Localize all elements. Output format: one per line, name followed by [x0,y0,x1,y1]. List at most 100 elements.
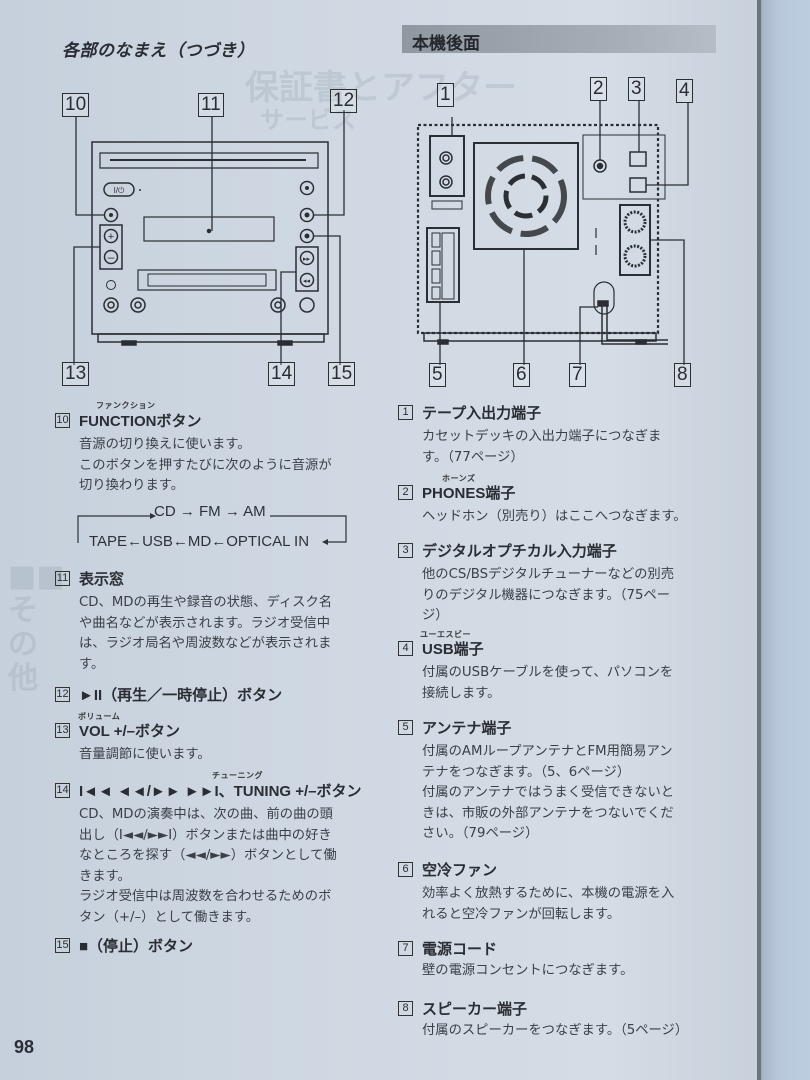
desc-line: 切り換わります。 [79,478,185,493]
page-edge [757,0,810,1080]
desc-line: テナをつなぎます。（5、6ページ） [422,764,631,780]
item-title: 電源コード [422,941,498,958]
item-number: 11 [55,571,70,586]
ruby-reading: ユーエスビー [420,630,471,639]
desc-line: ジ） [422,608,449,623]
item-number: 6 [398,862,413,877]
callout-label: 1 [437,83,454,107]
desc-line: 付属のUSBケーブルを使って、パソコンを [422,665,674,680]
section-title-parts-continued: 各部のなまえ（つづき） [62,41,255,61]
desc-line: タン（+/–）として働きます。 [79,909,260,925]
bleed-through-tab: ■■その他 [8,560,65,696]
item-number: 8 [398,1001,413,1016]
function-cycle-arrows [77,513,347,545]
item-title: ►II（再生／一時停止）ボタン [79,687,283,704]
item-title: I◄◄ ◄◄/►► ►►I、TUNING +/–ボタン [79,783,362,800]
item-title: FUNCTIONボタン [79,413,202,430]
item-number: 12 [55,687,70,702]
item-title: デジタルオプチカル入力端子 [422,543,617,560]
section-header-band [402,25,716,53]
callout-label: 5 [429,363,446,387]
desc-line: ラジオ受信中は周波数を合わせるためのボ [79,889,332,904]
item-stop-button: 15■（停止）ボタン [55,935,365,956]
item-title: 表示窓 [79,571,125,588]
rear-panel-diagram [416,100,689,365]
item-phones-jack: 2 PHONES端子 ヘッドホン（別売り）はここへつなぎます。 [398,482,718,528]
callout-label: 3 [628,77,645,101]
bleed-through-text: サービス [260,106,356,134]
desc-line: 付属のAMループアンテナとFM用簡易アン [422,744,673,759]
item-display-window: 11 表示窓 CD、MDの再生や録音の状態、ディスク名 や曲名などが表示されます。… [55,568,365,675]
item-number: 13 [55,723,70,738]
desc-line: 音源の切り換えに使います。 [79,437,251,452]
ruby-reading: ファンクション [96,401,156,410]
section-title-rear-panel: 本機後面 [412,34,480,54]
desc-line: さい。（79ページ） [422,826,539,841]
callout-label: 12 [330,89,358,113]
item-title: ■（停止）ボタン [79,938,194,955]
function-cycle-row2: TAPE←USB←MD←OPTICAL IN [89,533,310,550]
ruby-reading: ボリューム [78,712,121,721]
callout-label: 15 [328,362,356,386]
desc-line: 付属のアンテナではうまく受信できないと [422,785,675,800]
item-number: 2 [398,485,413,500]
item-volume-button: 13 VOL +/–ボタン 音量調節に使います。 [55,720,365,766]
item-number: 14 [55,783,70,798]
callout-label: 14 [268,362,296,386]
callout-label: 2 [590,77,607,101]
manual-page [0,0,760,1080]
ruby-reading: ホーンズ [442,474,476,483]
item-number: 3 [398,543,413,558]
ruby-reading: チューニング [212,771,263,780]
desc-line: きは、市販の外部アンテナをつないでくだ [422,805,674,821]
bleed-through-text: 保証書とアフター [245,68,517,108]
item-number: 4 [398,641,413,656]
item-skip-tuning-buttons: 14 I◄◄ ◄◄/►► ►►I、TUNING +/–ボタン CD、MDの演奏中は… [55,780,375,928]
desc-line: す。 [79,656,105,672]
svg-text:+: + [108,231,114,243]
item-play-pause-button: 12 ►II（再生／一時停止）ボタン [55,684,365,705]
item-cooling-fan: 6 空冷ファン 効率よく放熱するために、本機の電源を入 れると空冷ファンが回転しま… [398,859,718,925]
item-title: 空冷ファン [422,862,498,879]
item-digital-optical-input: 3 デジタルオプチカル入力端子 他のCS/BSデジタルチューナーなどの別売 りのデ… [398,540,718,627]
callout-label: 10 [62,93,90,117]
desc-line: 音量調節に使います。 [79,747,211,762]
callout-label: 4 [676,79,693,103]
desc-line: 他のCS/BSデジタルチューナーなどの別売 [422,567,675,582]
desc-line: きます。 [79,868,131,884]
item-number: 5 [398,720,413,735]
item-number: 7 [398,941,413,956]
desc-line: や曲名などが表示されます。ラジオ受信中 [79,615,331,631]
item-title: アンテナ端子 [422,720,512,737]
callout-label: 6 [513,363,530,387]
desc-line: このボタンを押すたびに次のように音源が [79,457,332,473]
callout-label: 8 [674,363,691,387]
page-number: 98 [14,1037,35,1057]
item-title: PHONES端子 [422,485,516,502]
svg-text:▸▸: ▸▸ [303,256,311,263]
desc-line: れると空冷ファンが回転します。 [422,906,621,922]
item-number: 10 [55,413,70,428]
desc-line: す。（77ページ） [422,449,524,465]
callout-label: 7 [569,363,586,387]
front-panel-diagram: + – I/⏻ ▸▸ ◂◂ [73,110,345,365]
item-function-button: 10 FUNCTIONボタン 音源の切り換えに使います。 このボタンを押すたびに次… [55,410,365,497]
desc-line: りのデジタル機器につなぎます。（75ペー [422,587,671,603]
desc-line: 出し（I◄◄/►►I）ボタンまたは曲中の好き [79,827,332,843]
desc-line: カセットデッキの入出力端子につなぎま [422,429,662,444]
function-cycle-row1: CD → FM → AM [154,503,266,520]
svg-text:I/⏻: I/⏻ [114,186,125,195]
item-antenna-terminal: 5 アンテナ端子 付属のAMループアンテナとFM用簡易アン テナをつなぎます。（5… [398,717,718,845]
desc-line: CD、MDの再生や録音の状態、ディスク名 [79,595,333,610]
item-title: スピーカー端子 [422,1001,528,1018]
desc-line: 効率よく放熱するために、本機の電源を入 [422,886,675,901]
callout-label: 11 [198,93,224,117]
desc-line: 接続します。 [422,685,501,701]
desc-line: CD、MDの演奏中は、次の曲、前の曲の頭 [79,807,333,822]
svg-text:–: – [108,250,115,264]
desc-line: ヘッドホン（別売り）はここへつなぎます。 [422,509,687,524]
item-title: VOL +/–ボタン [79,723,181,740]
